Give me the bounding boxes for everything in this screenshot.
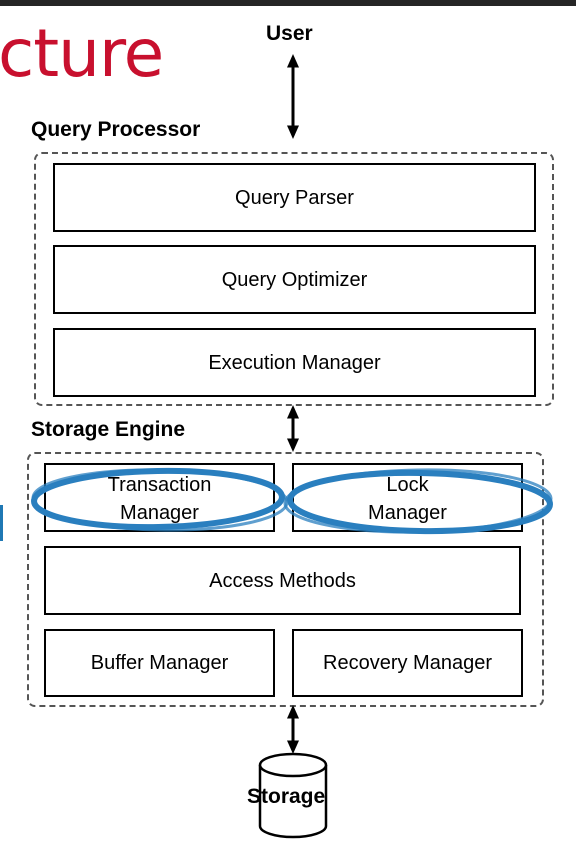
- recovery-manager-box: Recovery Manager: [292, 629, 523, 697]
- buffer-manager-label: Buffer Manager: [90, 652, 229, 674]
- top-bar: [0, 0, 576, 6]
- transaction-manager-line-2: Manager: [120, 501, 199, 524]
- slide-title: cture: [0, 15, 164, 92]
- query-optimizer-label: Query Optimizer: [221, 268, 368, 291]
- query-optimizer-box: Query Optimizer: [53, 245, 536, 314]
- access-methods-label: Access Methods: [209, 569, 356, 592]
- transaction-manager-line-1: Transaction: [107, 473, 212, 496]
- storage-engine-group: [27, 452, 544, 707]
- storage-engine-label: Storage Engine: [31, 418, 186, 441]
- buffer-manager-box: Buffer Manager: [44, 629, 275, 697]
- lock-manager-line-2: Manager: [368, 501, 447, 524]
- query-processor-label: Query Processor: [31, 118, 201, 141]
- query-parser-label: Query Parser: [235, 186, 354, 209]
- slide-edge-mark: [0, 505, 3, 541]
- recovery-manager-label: Recovery Manager: [323, 652, 492, 674]
- user-label: User: [266, 22, 313, 45]
- lock-manager-box: Lock Manager: [292, 463, 523, 532]
- execution-manager-box: Execution Manager: [53, 328, 536, 397]
- query-parser-box: Query Parser: [53, 163, 536, 232]
- storage-label: Storage: [247, 785, 326, 808]
- transaction-manager-box: Transaction Manager: [44, 463, 275, 532]
- execution-manager-label: Execution Manager: [208, 351, 381, 374]
- lock-manager-line-1: Lock: [386, 473, 429, 496]
- access-methods-box: Access Methods: [44, 546, 521, 615]
